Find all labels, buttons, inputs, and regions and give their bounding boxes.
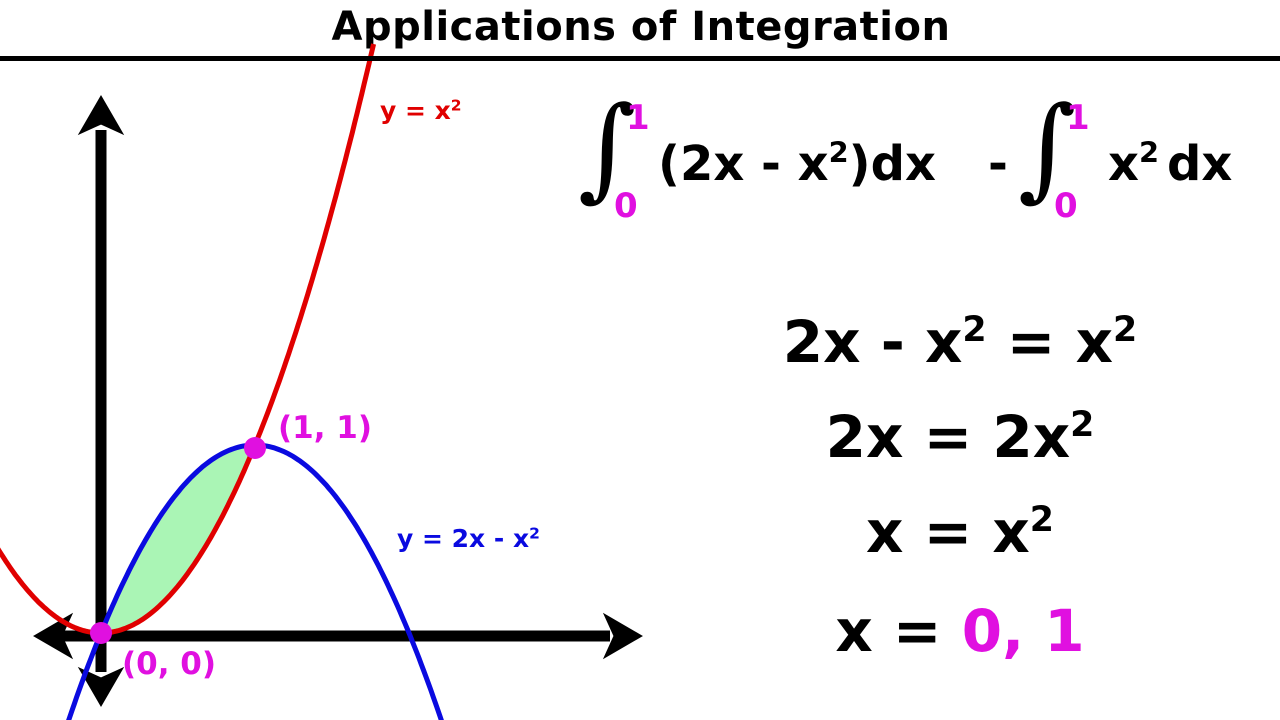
integrand-first: (2x - x2)dx — [658, 135, 936, 192]
x-axis-right-arrow-icon — [602, 612, 643, 660]
equation-step-3: x = x2 — [865, 498, 1055, 566]
integral-sign-icon: ∫ — [1018, 83, 1077, 213]
point-label-origin: (0, 0) — [122, 646, 217, 682]
integral-sign-icon: ∫ — [578, 83, 637, 213]
intersection-point-one-one — [244, 437, 266, 459]
equation-solution: x = 0, 1 — [835, 597, 1085, 665]
upper-bound: 1 — [626, 98, 650, 138]
equation-step-2: 2x = 2x2 — [825, 403, 1095, 471]
y-axis-down-arrow-icon — [77, 666, 125, 707]
minus-sign: - — [988, 136, 1008, 192]
solution-values: 0, 1 — [961, 597, 1085, 665]
upper-bound: 1 — [1066, 98, 1090, 138]
point-label-one-one: (1, 1) — [278, 410, 373, 446]
page-title: Applications of Integration — [331, 4, 951, 50]
lower-bound: 0 — [614, 186, 638, 226]
y-axis-up-arrow-icon — [77, 95, 125, 136]
intersection-point-origin — [90, 622, 112, 644]
shaded-area-region — [101, 445, 255, 633]
lower-bound: 0 — [1054, 186, 1078, 226]
inverted-parabola-label: y = 2x - x2 — [397, 524, 540, 553]
parabola-label: y = x2 — [380, 96, 462, 125]
equation-step-1: 2x - x2 = x2 — [782, 308, 1138, 376]
parabola-curve — [0, 43, 377, 636]
axes — [33, 95, 643, 707]
